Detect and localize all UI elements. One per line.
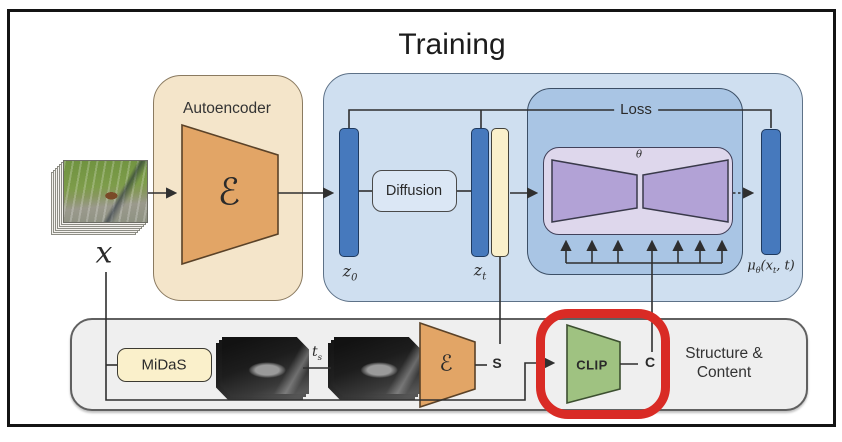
autoencoder-label: Autoencoder xyxy=(183,100,271,117)
depth-map-image xyxy=(334,337,421,394)
diffusion-box xyxy=(372,170,457,212)
structure-content-label: Structure & Content xyxy=(685,344,763,382)
midas-label: MiDaS xyxy=(141,356,187,374)
prediction-label: μθ(xt, t) xyxy=(747,258,795,276)
latent-zt-bar xyxy=(471,128,489,257)
structure-encoder-symbol: ℰ xyxy=(439,351,453,377)
encoder-symbol: ℰ xyxy=(217,170,241,214)
structure-s-bar xyxy=(491,128,509,257)
ts-label: ts xyxy=(311,344,323,363)
prediction-bar xyxy=(761,129,781,255)
structure-content-line1: Structure & xyxy=(685,345,763,362)
depth-map-stack-2 xyxy=(328,337,421,401)
diffusion-label: Diffusion xyxy=(385,183,443,199)
diagram-title: Training xyxy=(398,28,506,61)
video-frame-photo xyxy=(63,160,148,223)
structure-content-line2: Content xyxy=(696,364,752,381)
clip-label: CLIP xyxy=(576,357,608,373)
content-c-label: C xyxy=(644,354,656,370)
x-label: x xyxy=(95,235,113,271)
latent-z0-bar xyxy=(339,128,359,257)
depth-map-image xyxy=(222,337,309,394)
structure-s-label: S xyxy=(492,355,502,371)
loss-label: Loss xyxy=(614,102,658,118)
input-video-frames xyxy=(51,160,148,238)
clip-highlight-ring xyxy=(536,309,670,419)
zt-label: zt xyxy=(473,260,487,283)
unet-theta-label: θ xyxy=(635,149,643,161)
z0-label: z0 xyxy=(342,261,358,284)
depth-map-stack-1 xyxy=(216,337,309,401)
